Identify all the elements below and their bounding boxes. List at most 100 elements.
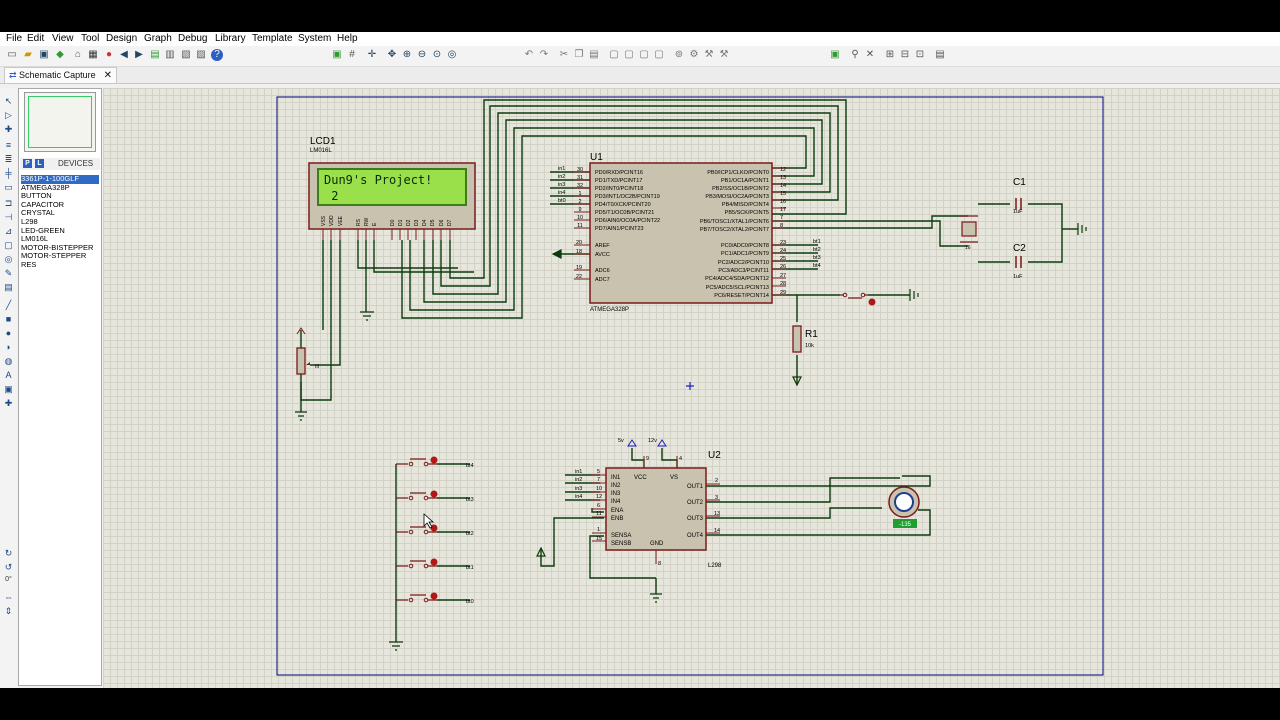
lcd-module[interactable]: LCD1 LM016L Dun9's Project! 2 VSS VDD VE… bbox=[308, 136, 476, 240]
device-item[interactable]: L298 bbox=[21, 216, 38, 226]
device-item[interactable]: 3361P-1-100GLF bbox=[21, 174, 99, 184]
netlist-icon[interactable]: ▥ bbox=[165, 49, 175, 60]
box-icon[interactable]: ■ bbox=[5, 314, 12, 324]
reset-button[interactable] bbox=[840, 292, 876, 306]
new-sheet-icon[interactable]: ⊞ bbox=[885, 49, 895, 60]
u2-driver[interactable]: U2 L298 IN1 IN2 IN3 IN4 ENA ENB SENSA SE… bbox=[575, 438, 722, 569]
device-item[interactable]: LM016L bbox=[21, 234, 49, 244]
menu-graph[interactable]: Graph bbox=[144, 33, 172, 44]
bus-icon[interactable]: ╪ bbox=[5, 168, 12, 178]
device-item[interactable]: RES bbox=[21, 259, 37, 269]
zoom-area-icon[interactable]: ◎ bbox=[447, 49, 457, 60]
generator-icon[interactable]: ◎ bbox=[4, 254, 13, 264]
import-icon[interactable]: ◆ bbox=[56, 49, 64, 60]
undo-icon[interactable]: ↶ bbox=[524, 49, 534, 60]
rotation-value[interactable]: 0° bbox=[5, 576, 12, 583]
u1-microcontroller[interactable]: U1 ATMEGA328P PD0/RXD/PCINT16 PD1/TXD/PC… bbox=[558, 152, 821, 313]
menu-file[interactable]: File bbox=[6, 33, 23, 44]
symbol-icon[interactable]: ▣ bbox=[4, 384, 13, 394]
rotate-cw-icon[interactable]: ↻ bbox=[4, 548, 13, 558]
text-icon[interactable]: A bbox=[5, 370, 12, 380]
menu-library[interactable]: Library bbox=[215, 33, 246, 44]
junction-dot-icon[interactable]: ✚ bbox=[4, 124, 13, 134]
potentiometer[interactable]: III bbox=[296, 327, 319, 375]
close-tab-icon[interactable]: ✕ bbox=[103, 70, 112, 81]
push-buttons[interactable]: bt4 bt3 bt2 bt1 bbox=[396, 456, 474, 606]
menu-debug[interactable]: Debug bbox=[178, 33, 208, 44]
graph-icon[interactable]: ⊿ bbox=[4, 226, 13, 236]
device-item[interactable]: CAPACITOR bbox=[21, 199, 65, 209]
zoom-in-icon[interactable]: ⊕ bbox=[402, 49, 412, 60]
wires[interactable] bbox=[300, 99, 1078, 642]
property-assign-icon[interactable]: ✕ bbox=[865, 49, 875, 60]
block-rotate-icon[interactable]: ▢ bbox=[639, 49, 649, 60]
pin-icon[interactable]: ⊣ bbox=[4, 212, 13, 222]
button-bt4[interactable]: bt4 bbox=[396, 456, 474, 470]
library-manager-button[interactable]: L bbox=[35, 159, 44, 168]
report-icon[interactable]: ▨ bbox=[196, 49, 206, 60]
button-bt0[interactable]: bt0 bbox=[396, 592, 474, 606]
component-icon[interactable]: ▦ bbox=[88, 49, 98, 60]
rotate-ccw-icon[interactable]: ↺ bbox=[4, 562, 13, 572]
arc-icon[interactable]: ◗ bbox=[5, 342, 12, 352]
circle-icon[interactable]: ● bbox=[5, 328, 12, 338]
stepper-motor[interactable]: -135 bbox=[888, 486, 920, 528]
grid-icon[interactable]: # bbox=[349, 49, 355, 60]
device-item[interactable]: LED-GREEN bbox=[21, 225, 65, 235]
tab-schematic-capture[interactable]: ⇄ Schematic Capture✕ bbox=[4, 67, 117, 83]
pick-device-icon[interactable]: ⊚ bbox=[674, 49, 684, 60]
path-icon[interactable]: ◍ bbox=[4, 356, 13, 366]
wire-label-icon[interactable]: ≡ bbox=[5, 140, 12, 150]
bill-of-materials-icon[interactable]: ▤ bbox=[935, 49, 945, 60]
capacitor-c2[interactable]: C2 1uF bbox=[1013, 243, 1026, 280]
block-copy-icon[interactable]: ▢ bbox=[609, 49, 619, 60]
wire-autorouter-icon[interactable]: ▣ bbox=[830, 49, 840, 60]
open-folder-icon[interactable]: ▰ bbox=[24, 49, 32, 60]
selection-mode-icon[interactable]: ↖ bbox=[4, 96, 13, 106]
schematic-canvas[interactable]: LCD1 LM016L Dun9's Project! 2 VSS VDD VE… bbox=[103, 88, 1280, 688]
bom-icon[interactable]: ▤ bbox=[150, 49, 160, 60]
mirror-y-icon[interactable]: ⇕ bbox=[4, 606, 13, 616]
paste-icon[interactable]: ▤ bbox=[589, 49, 599, 60]
remove-sheet-icon[interactable]: ⊟ bbox=[900, 49, 910, 60]
resistor-r1[interactable]: R1 10k bbox=[792, 325, 818, 353]
zoom-out-icon[interactable]: ⊖ bbox=[417, 49, 427, 60]
origin-icon[interactable]: ✛ bbox=[367, 49, 377, 60]
tape-icon[interactable]: ▢ bbox=[4, 240, 13, 250]
device-item[interactable]: ATMEGA328P bbox=[21, 182, 70, 192]
decompose-icon[interactable]: ⚒ bbox=[719, 49, 729, 60]
mirror-x-icon[interactable]: ⇔ bbox=[4, 592, 13, 602]
button-bt2[interactable]: bt2 bbox=[396, 524, 474, 538]
search-tag-icon[interactable]: ⚲ bbox=[851, 49, 859, 60]
subcircuit-icon[interactable]: ▭ bbox=[4, 182, 13, 192]
schematic-drawing[interactable]: LCD1 LM016L Dun9's Project! 2 VSS VDD VE… bbox=[103, 88, 1280, 688]
menu-view[interactable]: View bbox=[52, 33, 74, 44]
home-icon[interactable]: ⌂ bbox=[74, 49, 82, 60]
probe-icon[interactable]: ✎ bbox=[4, 268, 13, 278]
device-item[interactable]: MOTOR-BISTEPPER bbox=[21, 242, 94, 252]
forward-icon[interactable]: ▶ bbox=[135, 49, 143, 60]
menu-tool[interactable]: Tool bbox=[81, 33, 100, 44]
menu-help[interactable]: Help bbox=[337, 33, 358, 44]
refresh-icon[interactable]: ▣ bbox=[332, 49, 342, 60]
text-script-icon[interactable]: ≣ bbox=[4, 154, 13, 164]
pcb-icon[interactable]: ▧ bbox=[181, 49, 191, 60]
button-bt3[interactable]: bt3 bbox=[396, 490, 474, 504]
make-device-icon[interactable]: ⚙ bbox=[689, 49, 699, 60]
menu-design[interactable]: Design bbox=[106, 33, 138, 44]
menu-edit[interactable]: Edit bbox=[27, 33, 45, 44]
menu-template[interactable]: Template bbox=[252, 33, 293, 44]
component-mode-icon[interactable]: ▷ bbox=[5, 110, 12, 120]
package-tool-icon[interactable]: ⚒ bbox=[704, 49, 714, 60]
help-icon[interactable]: ? bbox=[211, 49, 223, 61]
back-icon[interactable]: ◀ bbox=[120, 49, 128, 60]
redo-icon[interactable]: ↷ bbox=[539, 49, 549, 60]
terminal-icon[interactable]: ⊐ bbox=[4, 198, 13, 208]
menu-system[interactable]: System bbox=[298, 33, 332, 44]
crystal[interactable]: 16 bbox=[960, 215, 978, 251]
line-icon[interactable]: ╱ bbox=[5, 300, 12, 310]
copy-icon[interactable]: ❐ bbox=[574, 49, 584, 60]
save-icon[interactable]: ▣ bbox=[39, 49, 49, 60]
capacitor-c1[interactable]: C1 1uF bbox=[1013, 177, 1026, 215]
cut-icon[interactable]: ✂ bbox=[559, 49, 569, 60]
